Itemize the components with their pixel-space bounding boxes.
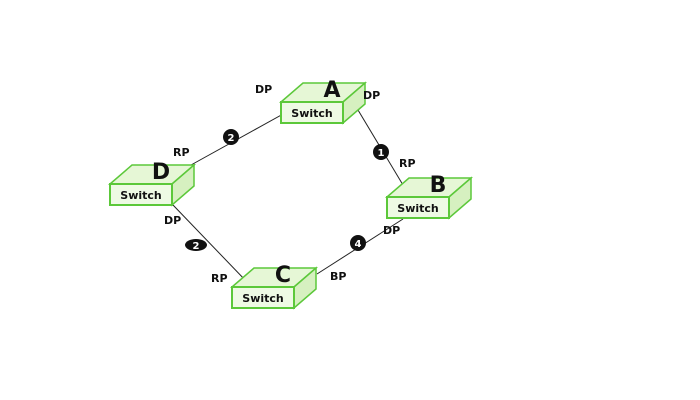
- switch-label: Switch: [120, 189, 161, 202]
- switch-name: B: [430, 173, 447, 198]
- switch-label: Switch: [291, 107, 332, 120]
- cost-badge: 2: [223, 129, 239, 145]
- switch-front-face: [386, 196, 450, 219]
- switch-c[interactable]: Switch C: [229, 263, 319, 310]
- badge-shape: [223, 129, 239, 145]
- port-label-d-dp: DP: [164, 214, 181, 227]
- port-label-b-dp: DP: [383, 224, 400, 237]
- cost-value: 2: [193, 241, 200, 252]
- cost-badge: 2: [185, 239, 207, 252]
- port-label-c-rp: RP: [211, 272, 228, 285]
- port-label-c-bp: BP: [330, 270, 346, 283]
- cost-value: 2: [228, 133, 235, 144]
- badge-shape: [373, 144, 389, 160]
- switch-name: A: [323, 78, 340, 103]
- switch-front-face: [109, 183, 173, 206]
- switch-name: D: [152, 160, 170, 185]
- switch-b[interactable]: Switch B: [384, 173, 474, 220]
- switch-name: C: [275, 263, 291, 288]
- cost-badge: 1: [373, 144, 389, 160]
- port-label-d-rp: RP: [173, 146, 190, 159]
- badge-shape: [350, 235, 366, 251]
- port-label-a-dp: DP: [255, 83, 272, 96]
- cost-value: 4: [355, 239, 362, 250]
- switch-label: Switch: [242, 292, 283, 305]
- switch-front-face: [280, 101, 344, 124]
- badge-shape: [185, 239, 207, 251]
- port-label-b-rp: RP: [399, 157, 416, 170]
- switch-front-face: [231, 286, 295, 309]
- cost-badge: 4: [350, 235, 366, 251]
- switch-label: Switch: [397, 202, 438, 215]
- switch-a[interactable]: Switch A: [278, 78, 368, 125]
- switch-d[interactable]: Switch D: [107, 160, 197, 207]
- cost-value: 1: [378, 148, 385, 159]
- port-label-a-dp: DP: [363, 89, 380, 102]
- link-d-c: [172, 204, 248, 283]
